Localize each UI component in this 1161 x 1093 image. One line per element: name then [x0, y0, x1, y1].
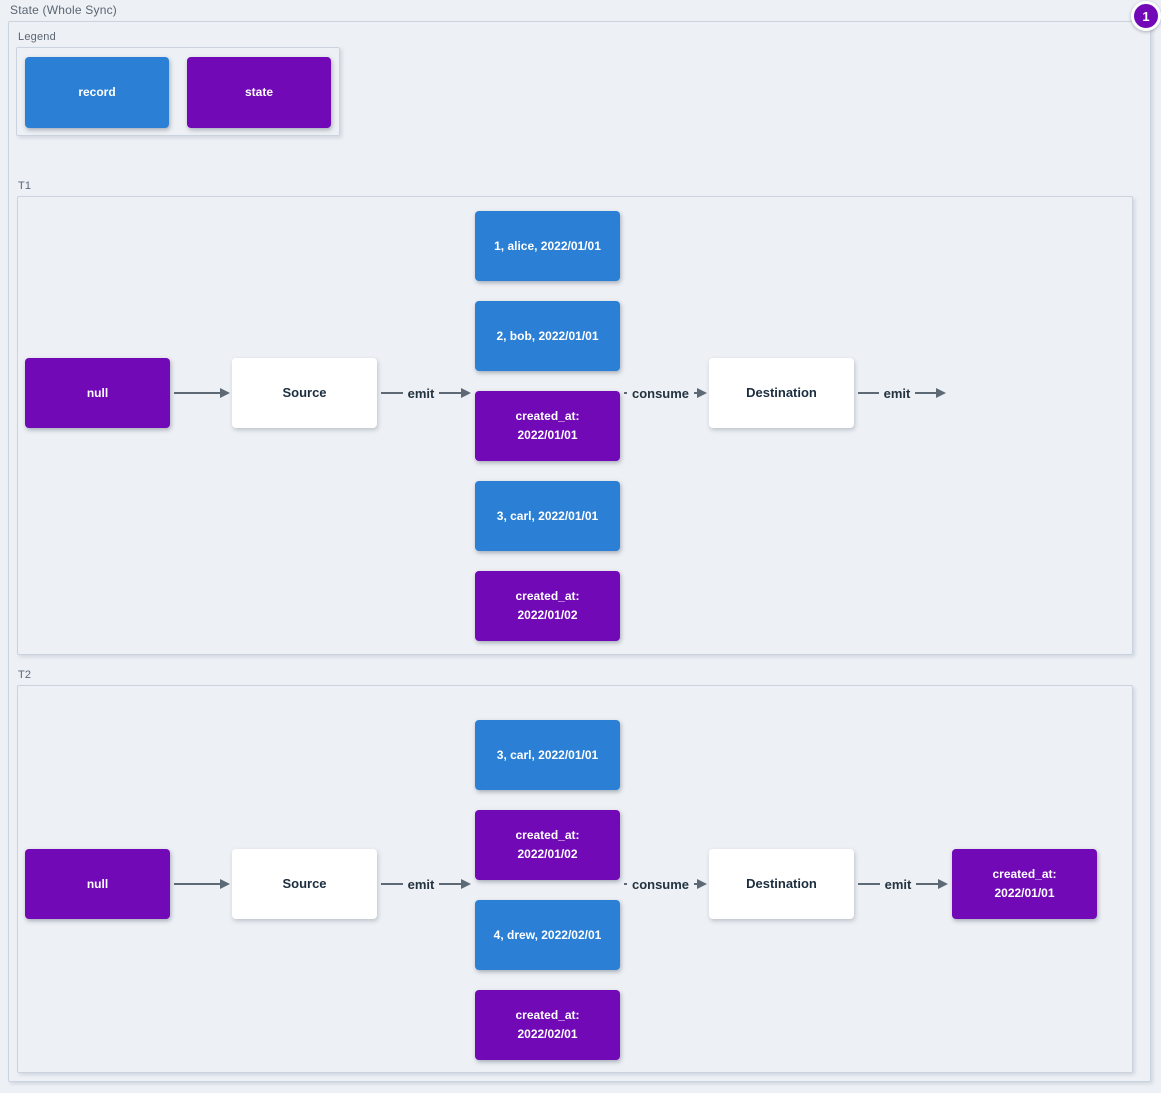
arrow-line — [624, 883, 627, 885]
t1-queue-label-4: 3, carl, 2022/01/01 — [496, 508, 599, 523]
edge-label-emit-out: emit — [883, 385, 911, 401]
t2-destination-node: Destination — [709, 849, 854, 919]
t1-queue-label-2: 2, bob, 2022/01/01 — [496, 328, 599, 343]
t2-edge-emit: emit — [381, 876, 472, 892]
arrow-head-icon — [220, 388, 230, 398]
annotation-badge[interactable]: 1 — [1131, 1, 1161, 31]
arrow-line — [858, 883, 880, 885]
t1-source-label: Source — [282, 384, 327, 400]
t1-destination-label: Destination — [746, 384, 817, 400]
t2-null-label: null — [86, 876, 109, 891]
arrow-head-icon — [461, 388, 472, 398]
t1-group — [17, 196, 1133, 655]
arrow-head-icon — [461, 879, 472, 889]
t2-edge-emit-out: emit — [858, 876, 949, 892]
t1-destination-node: Destination — [709, 358, 854, 428]
t2-queue-label-3: 4, drew, 2022/02/01 — [493, 927, 602, 942]
annotation-badge-count: 1 — [1142, 8, 1150, 24]
t1-label: T1 — [18, 180, 32, 192]
t2-group — [17, 685, 1133, 1073]
t1-null-label: null — [86, 385, 109, 400]
edge-label-consume: consume — [631, 876, 690, 892]
t2-edge-consume: consume — [624, 876, 708, 892]
t1-queue-label-1: 1, alice, 2022/01/01 — [494, 238, 601, 253]
arrow-head-icon — [220, 879, 230, 889]
arrow-head-icon — [697, 388, 708, 398]
t1-queue-node-1: 1, alice, 2022/01/01 — [475, 211, 620, 281]
arrow-line — [624, 392, 627, 394]
t1-null-node: null — [25, 358, 170, 428]
t1-queue-label-3: created_at: 2022/01/01 — [515, 409, 580, 442]
arrow-line — [381, 392, 403, 394]
t2-queue-label-2: created_at: 2022/01/02 — [515, 828, 580, 861]
arrow-line — [174, 883, 220, 885]
arrow-line — [381, 883, 403, 885]
legend-state-label: state — [244, 85, 273, 100]
t2-queue-label-1: 3, carl, 2022/01/01 — [496, 747, 599, 762]
edge-label-consume: consume — [631, 385, 690, 401]
arrow-line — [858, 392, 879, 394]
arrow-head-icon — [936, 388, 947, 398]
edge-label-emit: emit — [407, 385, 435, 401]
t1-source-node: Source — [232, 358, 377, 428]
arrow-line — [174, 392, 220, 394]
t2-queue-label-4: created_at: 2022/02/01 — [515, 1008, 580, 1041]
t1-queue-node-2: 2, bob, 2022/01/01 — [475, 301, 620, 371]
t2-queue-node-1: 3, carl, 2022/01/01 — [475, 720, 620, 790]
arrow-head-icon — [697, 879, 708, 889]
t1-queue-label-5: created_at: 2022/01/02 — [515, 589, 580, 622]
t1-edge-null-source — [174, 385, 230, 401]
t2-destination-label: Destination — [746, 875, 817, 891]
t1-queue-node-4: 3, carl, 2022/01/01 — [475, 481, 620, 551]
legend-record-node: record — [25, 57, 169, 128]
arrow-line — [439, 392, 462, 394]
arrow-line — [694, 392, 698, 394]
edge-label-emit: emit — [407, 876, 435, 892]
legend-state-node: state — [187, 57, 331, 128]
t2-null-node: null — [25, 849, 170, 919]
t2-queue-node-4: created_at: 2022/02/01 — [475, 990, 620, 1060]
t2-queue-node-3: 4, drew, 2022/02/01 — [475, 900, 620, 970]
t1-edge-consume: consume — [624, 385, 708, 401]
t2-source-node: Source — [232, 849, 377, 919]
t1-queue-node-3: created_at: 2022/01/01 — [475, 391, 620, 461]
t2-output-state-node: created_at: 2022/01/01 — [952, 849, 1097, 919]
state-whole-sync-group — [8, 21, 1151, 1082]
t2-queue-node-2: created_at: 2022/01/02 — [475, 810, 620, 880]
legend-group — [16, 47, 340, 136]
t2-source-label: Source — [282, 875, 327, 891]
arrow-line — [694, 883, 698, 885]
legend-label: Legend — [18, 31, 56, 43]
arrow-line — [439, 883, 462, 885]
t1-queue-node-5: created_at: 2022/01/02 — [475, 571, 620, 641]
t2-label: T2 — [18, 669, 32, 681]
t2-edge-null-source — [174, 876, 230, 892]
arrow-head-icon — [938, 879, 949, 889]
state-whole-sync-label: State (Whole Sync) — [10, 3, 117, 17]
edge-label-emit-out: emit — [884, 876, 912, 892]
legend-record-label: record — [78, 85, 116, 100]
t2-output-state-label: created_at: 2022/01/01 — [992, 867, 1057, 900]
arrow-line — [916, 883, 939, 885]
t1-edge-emit: emit — [381, 385, 472, 401]
t1-edge-emit-out: emit — [858, 385, 947, 401]
arrow-line — [915, 392, 937, 394]
